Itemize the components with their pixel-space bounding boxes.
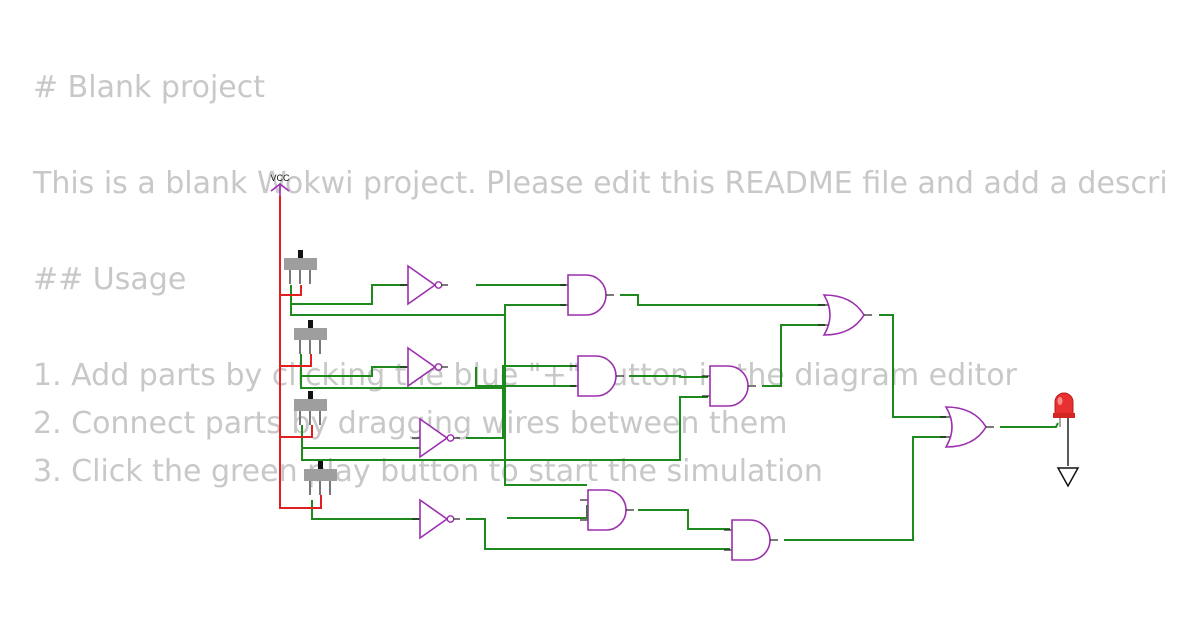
readme-title: # Blank project [33,70,266,105]
not-gate-4[interactable] [411,499,461,539]
not-gate-2[interactable] [399,347,449,387]
or-gate-1[interactable] [817,294,873,336]
and-gate-5[interactable] [723,519,779,561]
and-gate-1[interactable] [559,274,615,316]
readme-usage-heading: ## Usage [33,262,187,297]
readme-description: This is a blank Wokwi project. Please ed… [33,166,1168,201]
or-gate-2[interactable] [939,406,995,448]
readme-text: # Blank project This is a blank Wokwi pr… [33,70,1168,489]
signal-wires [290,284,1059,550]
switch-2[interactable] [293,319,328,355]
readme-step-1: 1. Add parts by clicking the blue "+" bu… [33,358,1017,393]
readme-step-2: 2. Connect parts by dragging wires betwe… [33,406,788,441]
and-gate-4[interactable] [579,489,635,531]
not-gate-1[interactable] [399,265,449,305]
led[interactable] [1053,392,1075,466]
ground-symbol[interactable] [1056,467,1080,488]
and-gate-2[interactable] [569,355,625,397]
vcc-label: VCC [270,173,290,183]
switch-4[interactable] [303,460,338,496]
not-gate-3[interactable] [411,418,461,458]
switch-1[interactable] [283,249,318,285]
power-wires [279,196,322,509]
vcc-symbol[interactable]: VCC [270,173,290,196]
and-gate-3[interactable] [701,365,757,407]
switch-3[interactable] [293,390,328,426]
